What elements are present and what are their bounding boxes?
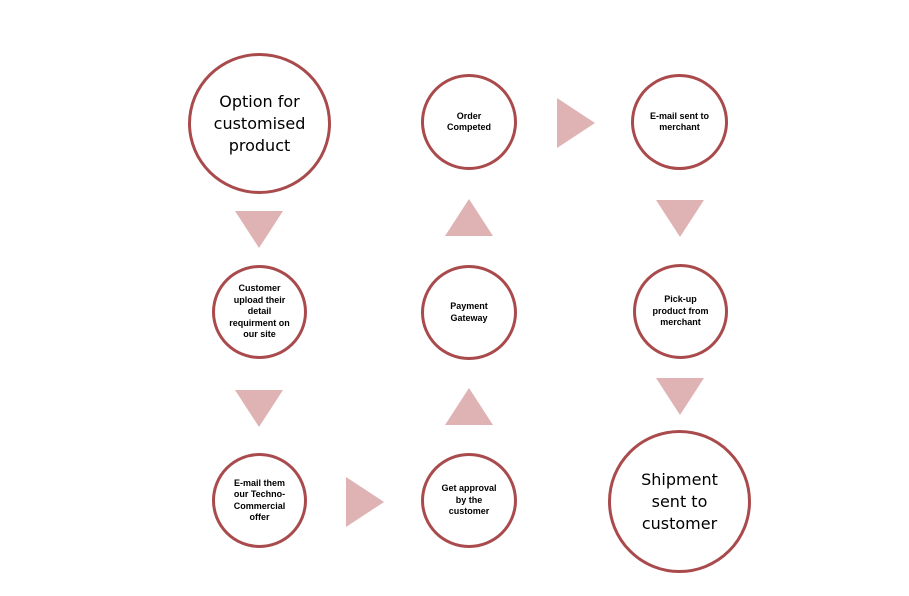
arrow-down-2: [235, 390, 283, 427]
node-customer-upload: Customer upload their detail requirment …: [212, 265, 307, 359]
node-pickup-product: Pick-up product from merchant: [633, 264, 728, 359]
node-shipment-sent: Shipment sent to customer: [608, 430, 751, 573]
node-email-merchant: E-mail sent to merchant: [631, 74, 728, 170]
node-option-customised-product: Option for customised product: [188, 53, 331, 194]
node-get-approval: Get approval by the customer: [421, 453, 517, 548]
arrow-down-1: [235, 211, 283, 248]
node-customer-upload-label: Customer upload their detail requirment …: [229, 283, 290, 340]
node-order-completed-label: Order Competed: [446, 110, 491, 133]
node-payment-gateway: Payment Gateway: [421, 265, 517, 360]
arrow-down-4: [656, 378, 704, 415]
node-shipment-sent-label: Shipment sent to customer: [641, 469, 718, 533]
node-email-offer-label: E-mail them our Techno- Commercial offer: [233, 477, 286, 523]
arrow-right-2: [557, 98, 595, 148]
node-order-completed: Order Competed: [421, 74, 517, 170]
arrow-up-1: [445, 388, 493, 425]
node-email-merchant-label: E-mail sent to merchant: [649, 110, 709, 133]
node-get-approval-label: Get approval by the customer: [441, 483, 497, 517]
arrow-up-2: [445, 199, 493, 236]
node-email-offer: E-mail them our Techno- Commercial offer: [212, 453, 307, 548]
node-pickup-product-label: Pick-up product from merchant: [652, 294, 709, 328]
node-payment-gateway-label: Payment Gateway: [450, 301, 488, 323]
node-option-customised-product-label: Option for customised product: [213, 91, 306, 155]
arrow-right-1: [346, 477, 384, 527]
arrow-down-3: [656, 200, 704, 237]
